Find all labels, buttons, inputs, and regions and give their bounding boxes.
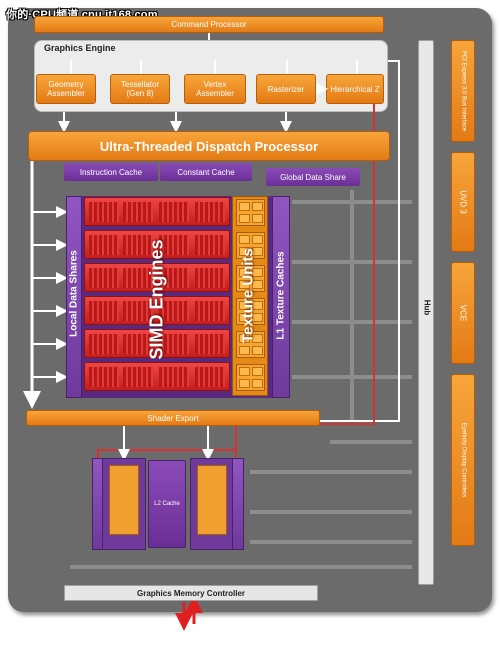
gray-pipe <box>250 470 412 474</box>
uvd-label: UVD 3 <box>458 190 468 214</box>
gray-pipe <box>250 510 412 514</box>
simd-row <box>84 362 230 391</box>
connector-line <box>286 60 288 74</box>
l1-texture-caches-column <box>272 196 290 398</box>
constant-cache: Constant Cache <box>160 163 252 181</box>
stage-label: Rasterizer <box>267 84 305 94</box>
eyefinity-display-controllers: Eyefinity Display Controllers <box>451 374 475 546</box>
l1-texture-caches-label: L1 Texture Caches <box>275 251 287 340</box>
texture-units-column <box>232 196 268 396</box>
dispatch-processor: Ultra-Threaded Dispatch Processor <box>28 131 390 161</box>
stage-label: Vertex Assembler <box>196 80 234 98</box>
simd-engines-label: SIMD Engines <box>146 239 167 360</box>
gray-pipe <box>250 540 412 544</box>
graphics-memory-controller-label: Graphics Memory Controller <box>136 588 246 598</box>
tessellator-stage: Tessellator (Gen 8) <box>110 74 170 104</box>
vce-label: VCE <box>458 304 468 322</box>
stage-label: Tessellator (Gen 8) <box>120 80 160 98</box>
render-backend-cell <box>197 465 227 535</box>
pcie-bus-interface-label: PCI Express 3.0 Bus Interface <box>460 50 467 132</box>
texture-units-label-wrap: Texture Units <box>228 236 268 356</box>
simd-row <box>84 329 230 358</box>
graphics-engine-title: Graphics Engine <box>44 43 116 53</box>
hub-label: Hub <box>422 299 432 316</box>
dispatch-processor-label: Ultra-Threaded Dispatch Processor <box>99 138 319 154</box>
shader-export: Shader Export <box>26 410 320 426</box>
global-data-share-label: Global Data Share <box>280 172 346 182</box>
l2-cache-label: L2 Cache <box>154 500 180 507</box>
connector-line <box>398 60 400 422</box>
rasterizer-stage: Rasterizer <box>256 74 316 104</box>
local-data-shares-label: Local Data Shares <box>68 250 80 337</box>
red-path <box>97 449 236 458</box>
global-data-share: Global Data Share <box>266 168 360 186</box>
l2-side-bar <box>232 458 244 550</box>
simd-engines-label-wrap: SIMD Engines <box>130 232 184 362</box>
shader-export-label: Shader Export <box>147 413 199 423</box>
instruction-cache-label: Instruction Cache <box>79 167 143 177</box>
stage-label: Hierarchical Z <box>330 84 380 94</box>
gray-pipe <box>70 565 412 569</box>
command-processor: Command Processor <box>34 16 384 33</box>
simd-row <box>84 296 230 325</box>
geometry-assembler-stage: Geometry Assembler <box>36 74 96 104</box>
render-backend-block <box>190 458 234 550</box>
eyefinity-label: Eyefinity Display Controllers <box>460 422 467 498</box>
stage-label: Geometry Assembler <box>47 80 85 98</box>
simd-row <box>84 263 230 292</box>
graphics-memory-controller: Graphics Memory Controller <box>64 585 318 601</box>
l1-texture-caches-label-wrap: L1 Texture Caches <box>264 236 298 356</box>
local-data-shares-column <box>66 196 82 398</box>
texture-units-label: Texture Units <box>239 248 257 343</box>
gray-pipe <box>330 440 412 444</box>
vertex-assembler-stage: Vertex Assembler <box>184 74 246 104</box>
simd-row <box>84 197 230 226</box>
connector-line <box>70 60 72 74</box>
instruction-cache: Instruction Cache <box>64 163 158 181</box>
connector-line <box>140 60 142 74</box>
render-backend-cell <box>109 465 139 535</box>
gray-pipe <box>350 190 354 420</box>
connector-line <box>320 420 400 422</box>
uvd-block: UVD 3 <box>451 152 475 252</box>
hierarchical-z-stage: Hierarchical Z <box>326 74 384 104</box>
simd-row <box>84 230 230 259</box>
pcie-bus-interface: PCI Express 3.0 Bus Interface <box>451 40 475 142</box>
render-backend-block <box>102 458 146 550</box>
command-processor-label: Command Processor <box>171 20 247 29</box>
l2-cache: L2 Cache <box>148 460 186 548</box>
connector-line <box>356 60 358 74</box>
constant-cache-label: Constant Cache <box>177 167 235 177</box>
vce-block: VCE <box>451 262 475 364</box>
hub: Hub <box>418 40 434 585</box>
connector-line <box>214 60 216 74</box>
